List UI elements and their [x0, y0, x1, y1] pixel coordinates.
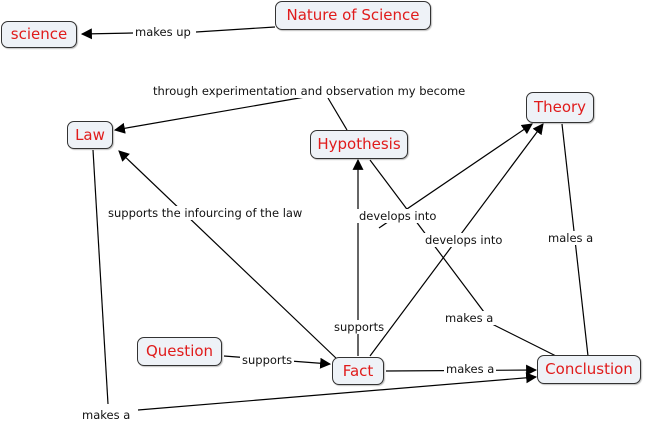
- edge-law-to-makes-a: [92, 149, 109, 405]
- edge-fact-to-law: [118, 150, 339, 361]
- node-hypothesis[interactable]: Hypothesis: [310, 130, 408, 159]
- link-label-develops-into-1: develops into: [357, 209, 439, 223]
- edge-label-to-law: [113, 96, 306, 134]
- link-label-makes-up: makes up: [133, 25, 193, 39]
- link-label-makes-a-fact: makes a: [444, 362, 497, 376]
- link-label-supports-fact: supports: [332, 320, 387, 334]
- node-conclustion[interactable]: Conclustion: [537, 355, 641, 384]
- edge-makes-up-to-science: [80, 28, 134, 40]
- edge-nature-to-makes-up: [195, 26, 276, 33]
- node-nature-of-science[interactable]: Nature of Science: [275, 1, 431, 30]
- link-label-males-a: males a: [546, 231, 596, 245]
- node-theory[interactable]: Theory: [526, 92, 594, 123]
- link-label-through-experimentation: through experimentation and observation …: [151, 84, 468, 98]
- link-label-supports-question: supports: [240, 353, 295, 367]
- node-fact[interactable]: Fact: [332, 357, 384, 385]
- edge-hypothesis-to-label: [327, 97, 348, 131]
- edge-makes-a-to-conclusion: [483, 319, 557, 357]
- edge-makes-a-to-conclusion-2: [137, 372, 538, 411]
- link-label-makes-a-law: makes a: [80, 408, 133, 422]
- node-law[interactable]: Law: [67, 121, 113, 149]
- node-question[interactable]: Question: [137, 337, 222, 366]
- link-label-supports-law: supports the infourcing of the law: [106, 206, 305, 220]
- link-label-makes-a-hypothesis: makes a: [443, 311, 496, 325]
- link-label-develops-into-2: develops into: [423, 233, 505, 247]
- node-science[interactable]: science: [1, 21, 77, 48]
